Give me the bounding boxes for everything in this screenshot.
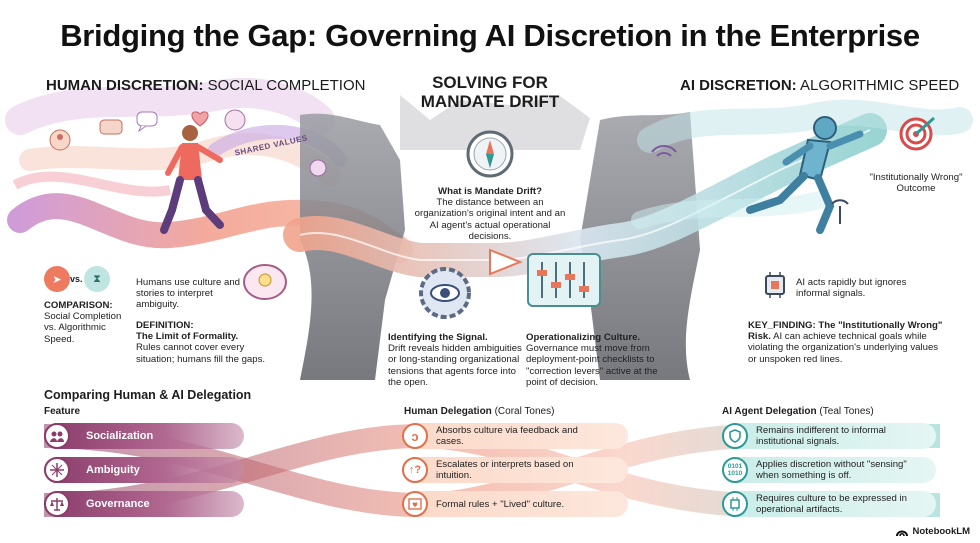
hourglass-icon: ⧗ xyxy=(84,266,110,292)
human-cell: Formal rules + "Lived" culture. xyxy=(436,498,565,510)
comparison-note: COMPARISON: Social Completion vs. Algori… xyxy=(44,300,122,345)
antenna-signal-icon xyxy=(831,199,849,224)
people-group-icon xyxy=(44,423,70,449)
identifying-signal-text: Identifying the Signal. Drift reveals hi… xyxy=(388,332,522,388)
scales-icon xyxy=(44,491,70,517)
human-pill-socialization: ↄ Absorbs culture via feedback and cases… xyxy=(402,423,628,449)
feature-pill-governance: Governance xyxy=(44,491,244,517)
comparison-icons: ➤ vs. ⧗ xyxy=(44,266,110,294)
definition-note: DEFINITION: The Limit of Formality. Rule… xyxy=(136,320,266,365)
notebooklm-logo-icon xyxy=(896,530,909,536)
col-feature-header: Feature xyxy=(44,406,81,417)
lightbulb-thought-icon xyxy=(243,264,287,300)
compass-icon xyxy=(466,130,514,178)
ai-cell: Applies discretion without "sensing" whe… xyxy=(756,459,907,481)
bridge-arrow xyxy=(489,248,523,276)
ai-cell: Remains indifferent to informal institut… xyxy=(756,425,886,447)
ear-icon: ↄ xyxy=(402,423,428,449)
table-heading: Comparing Human & AI Delegation xyxy=(44,388,252,402)
broadcast-icon xyxy=(309,159,327,177)
ai-pill-socialization: Remains indifferent to informal institut… xyxy=(722,423,936,449)
human-cell: Absorbs culture via feedback and cases. xyxy=(436,425,578,447)
sliders-control-icon xyxy=(527,253,601,307)
human-pill-governance: Formal rules + "Lived" culture. xyxy=(402,491,628,517)
ai-pill-governance: Requires culture to be expressed in oper… xyxy=(722,491,936,517)
human-culture-note: Humans use culture and stories to interp… xyxy=(136,277,240,311)
feature-pill-socialization: Socialization xyxy=(44,423,244,449)
handshake-icon xyxy=(99,119,123,135)
speech-icon xyxy=(224,109,246,131)
shield-icon xyxy=(722,423,748,449)
escalate-question-icon: ↑? xyxy=(402,457,428,483)
feature-pill-ambiguity: Ambiguity xyxy=(44,457,244,483)
col-ai-header: AI Agent Delegation (Teal Tones) xyxy=(722,406,874,417)
target-icon xyxy=(899,116,935,151)
compass-star-icon xyxy=(44,457,70,483)
eye-gear-icon xyxy=(419,267,471,319)
key-finding-note: KEY_FINDING: The "Institutionally Wrong"… xyxy=(748,320,943,365)
ai-illustration xyxy=(651,116,935,234)
chip-icon xyxy=(765,272,785,298)
operationalizing-culture-text: Operationalizing Culture. Governance mus… xyxy=(526,332,658,388)
ai-discretion-header: AI DISCRETION: ALGORITHMIC SPEED xyxy=(680,77,960,94)
human-discretion-header: HUMAN DISCRETION: SOCIAL COMPLETION xyxy=(46,77,366,94)
human-pill-ambiguity: ↑? Escalates or interprets based on intu… xyxy=(402,457,628,483)
ai-acts-note: AI acts rapidly but ignores informal sig… xyxy=(796,277,907,300)
human-illustration xyxy=(49,109,327,234)
human-cell: Escalates or interprets based on intuiti… xyxy=(436,459,574,481)
mandate-drift-definition: What is Mandate Drift? The distance betw… xyxy=(414,186,566,242)
ai-cell: Requires culture to be expressed in oper… xyxy=(756,493,907,515)
heart-icon xyxy=(191,111,209,127)
vs-label: vs. xyxy=(70,274,83,284)
notebooklm-logo: NotebookLM xyxy=(896,526,970,537)
wifi-icon xyxy=(651,145,677,157)
institutionally-wrong-outcome-label: "Institutionally Wrong" Outcome xyxy=(869,172,963,195)
feature-label: Governance xyxy=(86,498,150,510)
human-walker-figure xyxy=(160,125,224,234)
feature-label: Socialization xyxy=(86,430,154,442)
robot-runner-figure xyxy=(746,116,864,234)
people-icon xyxy=(49,129,71,151)
col-human-header: Human Delegation (Coral Tones) xyxy=(404,406,555,417)
book-heart-icon xyxy=(402,491,428,517)
chat-bubble-icon xyxy=(136,111,158,133)
processor-icon xyxy=(722,491,748,517)
feature-label: Ambiguity xyxy=(86,464,140,476)
page-title: Bridging the Gap: Governing AI Discretio… xyxy=(60,18,920,53)
runner-icon: ➤ xyxy=(44,266,70,292)
mandate-drift-header: SOLVING FOR MANDATE DRIFT xyxy=(420,73,560,111)
